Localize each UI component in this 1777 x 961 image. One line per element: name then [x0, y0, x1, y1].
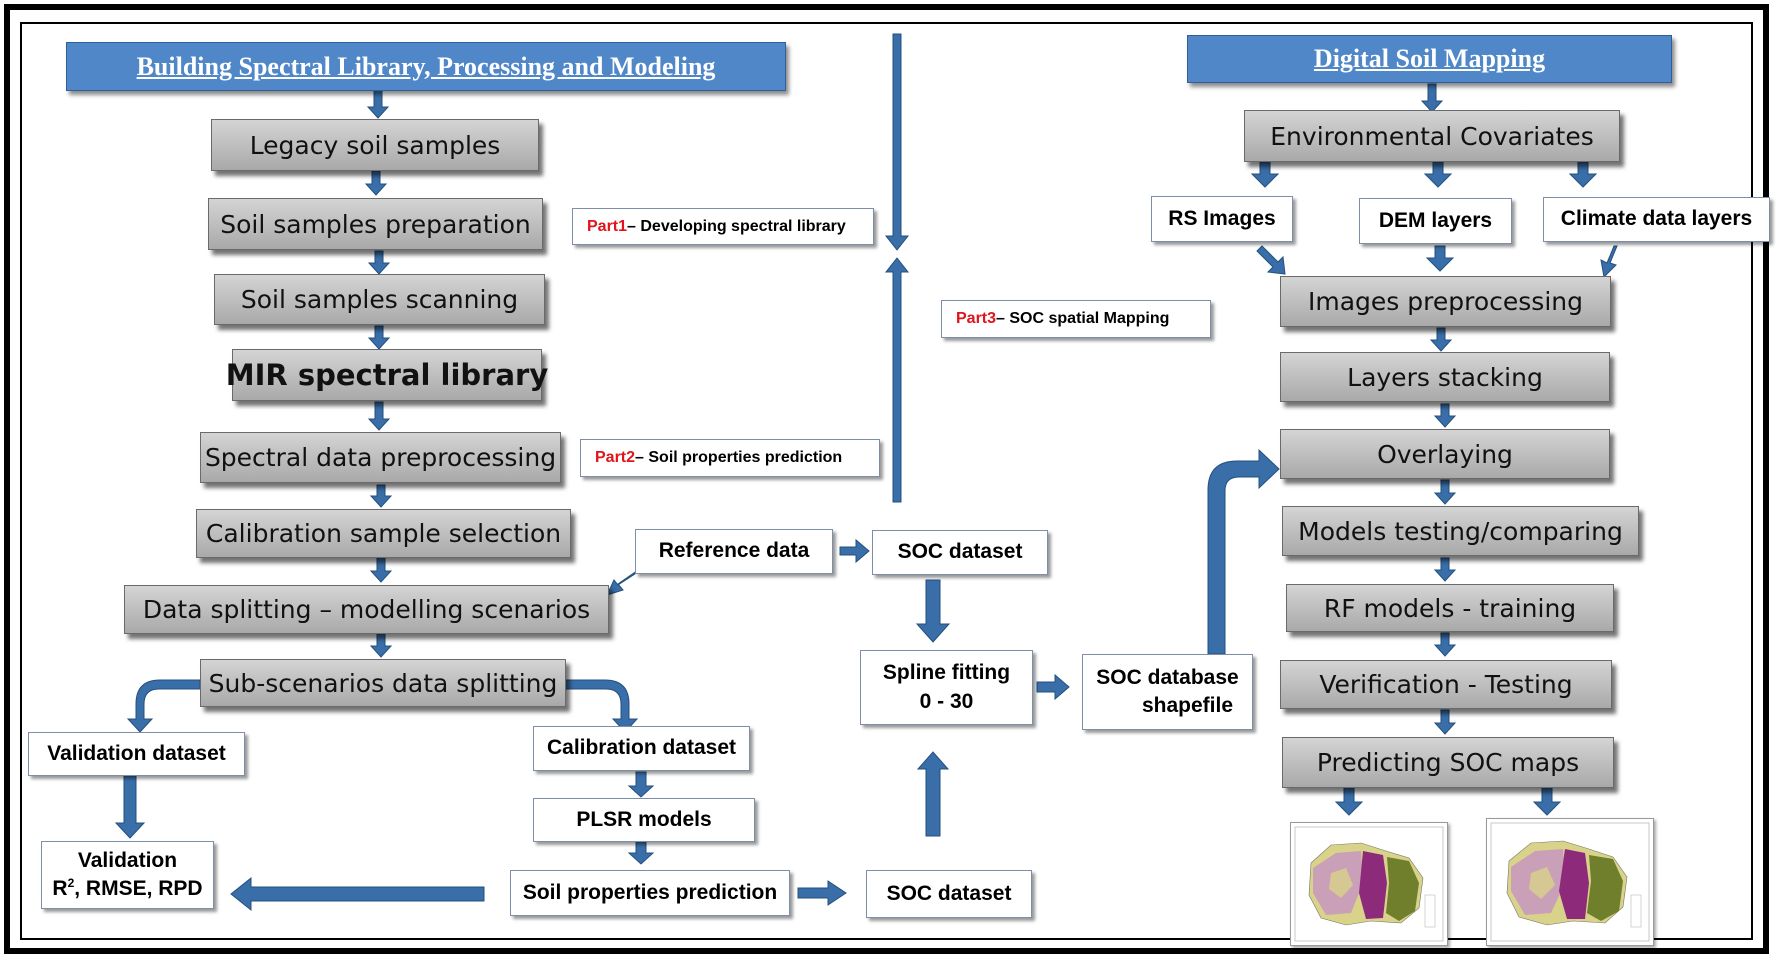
arrow-header-to-legacy — [366, 89, 390, 119]
climate-data-layers-box: Climate data layers — [1543, 197, 1770, 242]
arrow-scan-to-library — [367, 325, 391, 350]
step-data-splitting: Data splitting – modelling scenarios — [124, 585, 609, 634]
soc-dataset-bottom-box: SOC dataset — [866, 870, 1032, 918]
step-calibration-sample-selection: Calibration sample selection — [196, 509, 571, 558]
soc-map-1-graphic — [1294, 826, 1444, 942]
models-testing-box: Models testing/comparing — [1282, 506, 1639, 556]
part1-text: – Developing spectral library — [627, 217, 846, 235]
arrow-sub-to-calibration — [564, 679, 639, 733]
arrow-rf-to-verif — [1433, 632, 1457, 657]
part3-tag: Part3 — [956, 310, 997, 327]
header-right: Digital Soil Mapping — [1187, 35, 1672, 83]
spline-fitting-box: Spline fitting 0 - 30 — [860, 650, 1033, 725]
spline-line2: 0 - 30 — [919, 689, 974, 713]
soc-map-1 — [1290, 822, 1448, 946]
arrow-sub-to-validation — [126, 679, 201, 733]
arrow-socbottom-to-spline — [916, 751, 950, 837]
verification-testing-box: Verification - Testing — [1280, 660, 1612, 709]
step-spectral-data-preprocessing: Spectral data preprocessing — [200, 432, 561, 483]
arrow-climate-to-imgpre — [1600, 245, 1618, 279]
arrow-prep-to-scan — [367, 250, 391, 275]
arrow-cov-to-dem — [1423, 161, 1453, 188]
rs-images-box: RS Images — [1151, 196, 1293, 242]
arrow-prediction-to-socbottom — [797, 880, 847, 906]
arrow-library-to-preproc — [367, 401, 391, 431]
arrow-predict-to-map1 — [1334, 787, 1364, 816]
arrow-calsel-to-split — [369, 557, 393, 583]
step-sub-scenarios-splitting: Sub-scenarios data splitting — [200, 659, 566, 707]
overlaying-box: Overlaying — [1280, 429, 1610, 479]
arrow-rheader-to-covariates — [1420, 83, 1444, 113]
soc-database-shapefile-box: SOC database shapefile — [1082, 654, 1253, 730]
inner-frame — [20, 22, 1753, 940]
step-soil-samples-scanning: Soil samples scanning — [214, 274, 545, 325]
arrow-center-up — [884, 257, 910, 503]
environmental-covariates-box: Environmental Covariates — [1244, 110, 1620, 162]
soc-map-2-graphic — [1490, 822, 1650, 942]
arrow-testing-to-rf — [1433, 557, 1457, 582]
arrow-predict-to-map2 — [1532, 787, 1562, 816]
arrow-prediction-to-validation — [230, 876, 485, 912]
layers-stacking-box: Layers stacking — [1280, 352, 1610, 402]
part1-tag: Part1 — [587, 217, 628, 235]
soc-map-2 — [1486, 818, 1654, 946]
arrow-overlay-to-testing — [1433, 479, 1457, 505]
part3-text: – SOC spatial Mapping — [996, 310, 1170, 327]
validation-dataset-box: Validation dataset — [28, 732, 245, 776]
reference-data-box: Reference data — [635, 529, 833, 574]
validation-metrics: R2, RMSE, RPD — [52, 876, 203, 900]
outer-frame — [4, 4, 1769, 954]
calibration-dataset-box: Calibration dataset — [533, 726, 750, 771]
arrow-split-to-subsplit — [369, 633, 393, 658]
soc-db-line2: shapefile — [1141, 694, 1234, 717]
arrow-center-down — [884, 33, 910, 251]
step-mir-spectral-library: MIR spectral library — [226, 349, 548, 401]
part1-label-box: Part1 – Developing spectral library — [572, 208, 874, 245]
arrow-rs-to-imgpre — [1256, 245, 1286, 275]
part2-text: – Soil properties prediction — [635, 449, 843, 466]
arrow-caldata-to-plsr — [627, 771, 655, 798]
step-soil-samples-preparation: Soil samples preparation — [208, 198, 543, 250]
part2-label-box: Part2 – Soil properties prediction — [580, 439, 880, 477]
arrow-plsr-to-prediction — [627, 841, 655, 865]
rf-models-training-box: RF models - training — [1286, 584, 1614, 632]
spline-line1: Spline fitting — [882, 661, 1011, 685]
images-preprocessing-box: Images preprocessing — [1280, 276, 1611, 327]
arrow-dem-to-imgpre — [1425, 245, 1455, 272]
arrow-soctop-to-spline — [915, 579, 951, 643]
dem-layers-box: DEM layers — [1359, 198, 1512, 244]
validation-title: Validation — [77, 848, 178, 872]
arrow-valdata-to-validation — [114, 775, 146, 839]
soil-properties-prediction-box: Soil properties prediction — [510, 870, 790, 916]
arrow-cov-to-rs — [1250, 161, 1280, 188]
arrow-legacy-to-prep — [364, 170, 388, 196]
arrow-reference-to-soctop — [839, 538, 870, 564]
soc-dataset-top-box: SOC dataset — [872, 530, 1048, 575]
arrow-socdb-to-overlaying — [1207, 448, 1280, 655]
predicting-soc-maps-box: Predicting SOC maps — [1282, 737, 1614, 788]
part3-label-box: Part3 – SOC spatial Mapping — [941, 300, 1211, 338]
step-legacy-soil-samples: Legacy soil samples — [211, 119, 539, 171]
arrow-verif-to-predict — [1433, 709, 1457, 735]
part2-tag: Part2 — [595, 449, 636, 466]
soc-db-line1: SOC database — [1096, 665, 1239, 689]
arrow-stack-to-overlay — [1433, 403, 1457, 428]
validation-box: Validation R2, RMSE, RPD — [41, 841, 214, 909]
arrow-preproc-to-calsel — [369, 484, 393, 508]
arrow-spline-to-socdb — [1036, 673, 1070, 701]
arrow-cov-to-climate — [1568, 161, 1598, 188]
arrow-imgpre-to-stack — [1429, 327, 1453, 352]
plsr-models-box: PLSR models — [533, 798, 755, 842]
header-left: Building Spectral Library, Processing an… — [66, 42, 786, 91]
